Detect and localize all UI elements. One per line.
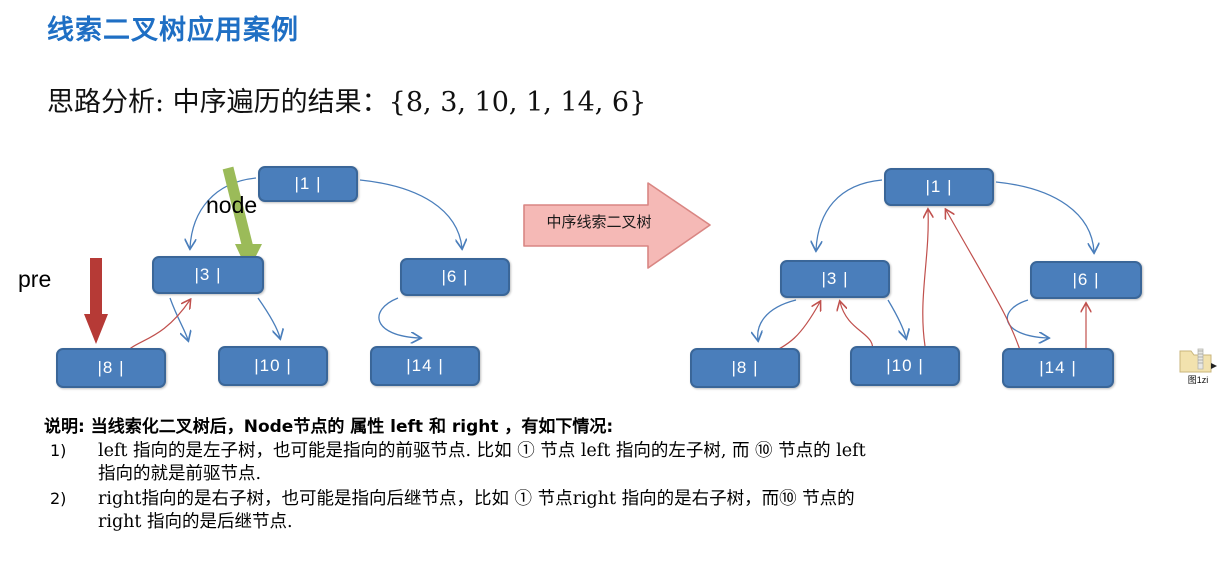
list-item-line2: 指向的就是前驱节点. (98, 464, 262, 485)
notes-heading: 说明: 当线索化二叉树后，Node节点的 属性 left 和 right ，有如… (44, 417, 614, 437)
pre-pointer-arrow (84, 258, 108, 344)
node-box[interactable]: |10 | (218, 346, 328, 386)
folder-zip-icon (1179, 348, 1217, 373)
left-tree-child-links (169, 177, 462, 340)
list-item-line2: right 指向的是后继节点. (98, 511, 293, 532)
node-box[interactable]: |8 | (56, 348, 166, 388)
list-item-number: 1) (50, 441, 67, 460)
list-item: 1) left 指向的是左子树，也可能是指向的前驱节点. 比如 ① 节点 lef… (44, 440, 1174, 487)
explanation-notes: 说明: 当线索化二叉树后，Node节点的 属性 left 和 right ，有如… (44, 412, 1174, 535)
list-item-line1: left 指向的是左子树，也可能是指向的前驱节点. 比如 ① 节点 left 指… (98, 441, 866, 461)
node-box[interactable]: |6 | (1030, 261, 1142, 299)
page-title: 线索二叉树应用案例 (47, 15, 299, 45)
zip-file-icon[interactable]: 图1zi (1178, 347, 1218, 391)
tree-diagram-area: |1 | |3 | |6 | |8 | |10 | |14 | node pre… (0, 148, 1219, 403)
zip-file-caption: 图1zi (1187, 375, 1209, 385)
list-item-line1: right指向的是右子树，也可能是指向后继节点，比如 ① 节点right 指向的… (98, 488, 855, 509)
notes-list: 1) left 指向的是左子树，也可能是指向的前驱节点. 比如 ① 节点 lef… (44, 440, 1174, 534)
node-box[interactable]: |14 | (1002, 348, 1114, 388)
node-box[interactable]: |14 | (370, 346, 480, 386)
transform-arrow-label: 中序线索二叉树 (546, 213, 652, 231)
list-item-number: 2) (50, 488, 67, 508)
subtitle-inorder-result: 思路分析: 中序遍历的结果：{8, 3, 10, 1, 14, 6} (47, 87, 647, 118)
list-item: 2) right指向的是右子树，也可能是指向后继节点，比如 ① 节点right … (44, 488, 1174, 535)
node-pointer-label: node (206, 192, 258, 218)
node-box[interactable]: |6 | (400, 258, 510, 296)
node-box[interactable]: |8 | (690, 348, 800, 388)
transform-arrow-banner: 中序线索二叉树 (520, 178, 715, 273)
right-tree-child-links (758, 179, 1094, 340)
right-arrow-shape (523, 182, 711, 269)
pre-pointer-label: pre (18, 266, 52, 292)
node-box[interactable]: |1 | (884, 168, 994, 206)
node-box[interactable]: |3 | (780, 260, 890, 298)
node-box[interactable]: |1 | (258, 166, 358, 202)
node-box[interactable]: |10 | (850, 346, 960, 386)
node-box[interactable]: |3 | (152, 256, 264, 294)
